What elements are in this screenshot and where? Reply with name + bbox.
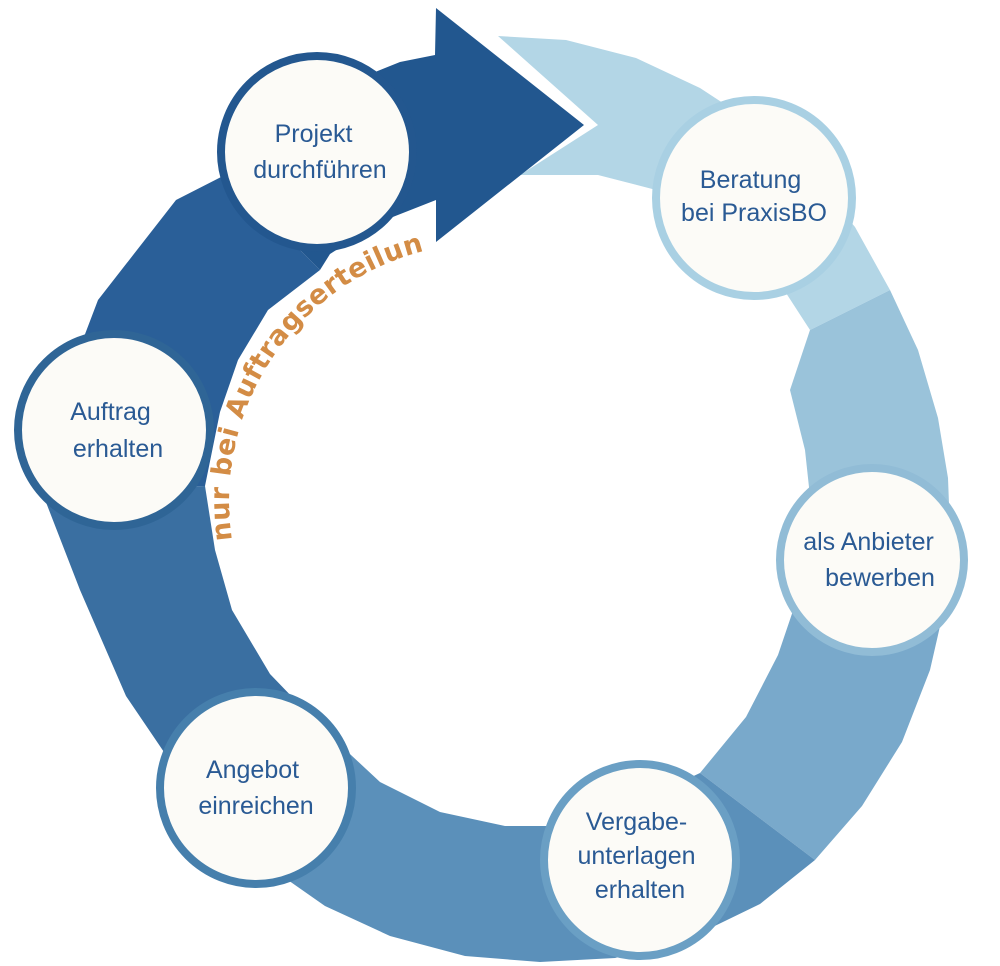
step-beratung: Beratung bei PraxisBO — [652, 96, 856, 300]
step-bewerben-line-2: bewerben — [825, 564, 935, 592]
step-beratung-line-2: bei PraxisBO — [681, 199, 827, 227]
step-auftrag: Auftrag erhalten — [14, 330, 214, 530]
step-angebot-line-1: Angebot — [206, 756, 299, 784]
step-vergabeunterlagen: Vergabe- unterlagen erhalten — [540, 760, 740, 960]
step-projekt-line-1: Projekt — [275, 120, 353, 148]
ring-segment-2 — [790, 290, 950, 530]
step-auftrag-line-2: erhalten — [73, 435, 163, 463]
svg-text:Beratung bei PraxisBO: Beratung bei PraxisBO — [681, 166, 827, 227]
svg-text:Projekt durchführen: Projekt durchführen — [253, 120, 386, 184]
svg-text:Angebot einreichen: Angebot einreichen — [198, 756, 313, 820]
svg-text:Vergabe- unterlagen: Vergabe- unterlagen erhalten — [577, 808, 702, 904]
step-auftrag-line-1: Auftrag — [70, 398, 151, 426]
step-projekt-line-2: durchführen — [253, 156, 386, 184]
step-angebot: Angebot einreichen — [156, 688, 356, 888]
step-angebot-line-2: einreichen — [198, 792, 313, 820]
svg-text:Auftrag erhalten: Auftrag erhalten — [70, 398, 163, 463]
step-beratung-line-1: Beratung — [700, 166, 801, 194]
step-vergabe-line-3: erhalten — [595, 876, 685, 904]
step-bewerben: als Anbieter bewerben — [776, 464, 968, 656]
step-vergabe-line-2: unterlagen — [577, 842, 695, 870]
step-bewerben-line-1: als Anbieter — [803, 528, 934, 556]
svg-text:als Anbieter bewerben: als Anbieter bewerben — [803, 528, 941, 592]
step-projekt: Projekt durchführen — [217, 52, 417, 252]
step-vergabe-line-1: Vergabe- — [586, 808, 687, 836]
